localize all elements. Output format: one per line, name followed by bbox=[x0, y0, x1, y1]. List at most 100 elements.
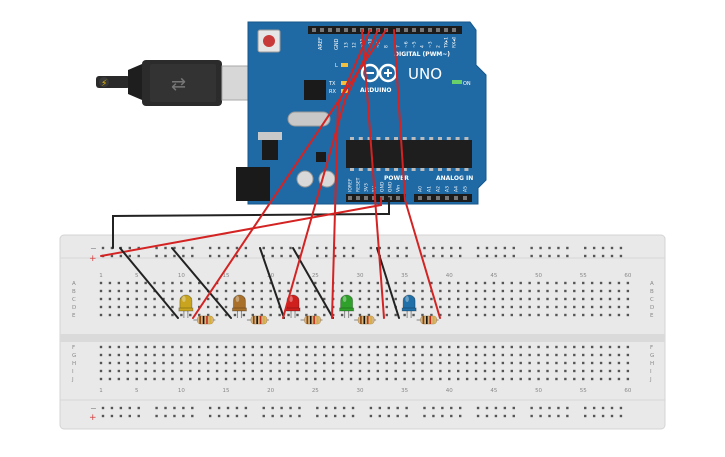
hole[interactable] bbox=[582, 369, 585, 373]
hole[interactable] bbox=[296, 281, 299, 285]
hole[interactable] bbox=[117, 305, 121, 309]
hole[interactable] bbox=[325, 254, 328, 258]
hole[interactable] bbox=[465, 353, 469, 357]
hole[interactable] bbox=[394, 313, 397, 317]
hole[interactable] bbox=[566, 246, 569, 250]
hole[interactable] bbox=[590, 313, 594, 317]
hole[interactable] bbox=[599, 313, 603, 317]
hole[interactable] bbox=[441, 414, 444, 418]
hole[interactable] bbox=[287, 369, 290, 373]
hole[interactable] bbox=[340, 361, 344, 365]
hole[interactable] bbox=[483, 289, 487, 293]
hole[interactable] bbox=[528, 369, 531, 373]
hole[interactable] bbox=[296, 377, 299, 381]
wires[interactable] bbox=[100, 29, 441, 319]
hole[interactable] bbox=[226, 246, 230, 250]
hole[interactable] bbox=[198, 353, 201, 357]
hole[interactable] bbox=[369, 414, 373, 418]
hole[interactable] bbox=[385, 361, 388, 365]
hole[interactable] bbox=[405, 414, 408, 418]
hole[interactable] bbox=[573, 353, 576, 357]
hole[interactable] bbox=[162, 377, 165, 381]
hole[interactable] bbox=[474, 313, 478, 317]
hole[interactable] bbox=[305, 281, 308, 285]
hole[interactable] bbox=[278, 313, 281, 317]
hole[interactable] bbox=[351, 246, 355, 250]
hole[interactable] bbox=[546, 377, 549, 381]
hole[interactable] bbox=[439, 289, 442, 293]
hole[interactable] bbox=[128, 246, 131, 250]
hole[interactable] bbox=[135, 305, 138, 309]
hole[interactable] bbox=[242, 353, 246, 357]
hole[interactable] bbox=[358, 377, 362, 381]
hole[interactable] bbox=[617, 313, 621, 317]
hole[interactable] bbox=[349, 313, 353, 317]
hole[interactable] bbox=[215, 345, 219, 349]
hole[interactable] bbox=[430, 305, 433, 309]
hole[interactable] bbox=[108, 289, 112, 293]
hole[interactable] bbox=[385, 353, 388, 357]
hole[interactable] bbox=[439, 377, 442, 381]
hole[interactable] bbox=[298, 406, 301, 410]
hole[interactable] bbox=[457, 289, 460, 293]
hole[interactable] bbox=[423, 406, 426, 410]
hole[interactable] bbox=[512, 254, 515, 258]
hole[interactable] bbox=[233, 377, 237, 381]
hole[interactable] bbox=[173, 414, 176, 418]
hole[interactable] bbox=[349, 345, 353, 349]
hole[interactable] bbox=[110, 254, 114, 258]
led-ground-wire[interactable] bbox=[376, 247, 400, 319]
hole[interactable] bbox=[126, 281, 129, 285]
hole[interactable] bbox=[483, 297, 487, 301]
hole[interactable] bbox=[492, 345, 496, 349]
hole[interactable] bbox=[108, 377, 112, 381]
hole[interactable] bbox=[378, 414, 382, 418]
hole[interactable] bbox=[492, 289, 496, 293]
hole[interactable] bbox=[376, 281, 380, 285]
hole[interactable] bbox=[501, 353, 505, 357]
hole[interactable] bbox=[385, 377, 388, 381]
hole[interactable] bbox=[573, 281, 576, 285]
hole[interactable] bbox=[278, 353, 281, 357]
hole[interactable] bbox=[289, 414, 292, 418]
hole[interactable] bbox=[590, 345, 594, 349]
hole[interactable] bbox=[448, 369, 451, 373]
power-pin[interactable] bbox=[364, 196, 368, 200]
hole[interactable] bbox=[474, 353, 478, 357]
hole[interactable] bbox=[528, 297, 531, 301]
digital-pin[interactable] bbox=[352, 28, 356, 32]
hole[interactable] bbox=[537, 297, 540, 301]
digital-pin[interactable] bbox=[404, 28, 408, 32]
hole[interactable] bbox=[483, 313, 487, 317]
hole[interactable] bbox=[619, 414, 623, 418]
signal-wire[interactable] bbox=[192, 29, 387, 319]
hole[interactable] bbox=[432, 254, 435, 258]
hole[interactable] bbox=[528, 361, 531, 365]
hole[interactable] bbox=[260, 297, 263, 301]
hole[interactable] bbox=[448, 281, 451, 285]
hole[interactable] bbox=[548, 254, 551, 258]
hole[interactable] bbox=[278, 369, 281, 373]
hole[interactable] bbox=[251, 377, 255, 381]
resistor[interactable] bbox=[416, 315, 439, 325]
hole[interactable] bbox=[430, 297, 433, 301]
hole[interactable] bbox=[626, 369, 630, 373]
hole[interactable] bbox=[191, 414, 194, 418]
hole[interactable] bbox=[358, 297, 362, 301]
hole[interactable] bbox=[519, 353, 522, 357]
hole[interactable] bbox=[405, 406, 408, 410]
hole[interactable] bbox=[474, 361, 478, 365]
hole[interactable] bbox=[217, 246, 221, 250]
hole[interactable] bbox=[333, 246, 337, 250]
hole[interactable] bbox=[367, 297, 371, 301]
hole[interactable] bbox=[235, 406, 239, 410]
hole[interactable] bbox=[316, 414, 319, 418]
hole[interactable] bbox=[278, 297, 281, 301]
hole[interactable] bbox=[278, 377, 281, 381]
hole[interactable] bbox=[260, 305, 263, 309]
hole[interactable] bbox=[260, 377, 263, 381]
hole[interactable] bbox=[503, 414, 507, 418]
hole[interactable] bbox=[108, 361, 112, 365]
hole[interactable] bbox=[198, 345, 201, 349]
hole[interactable] bbox=[421, 313, 424, 317]
